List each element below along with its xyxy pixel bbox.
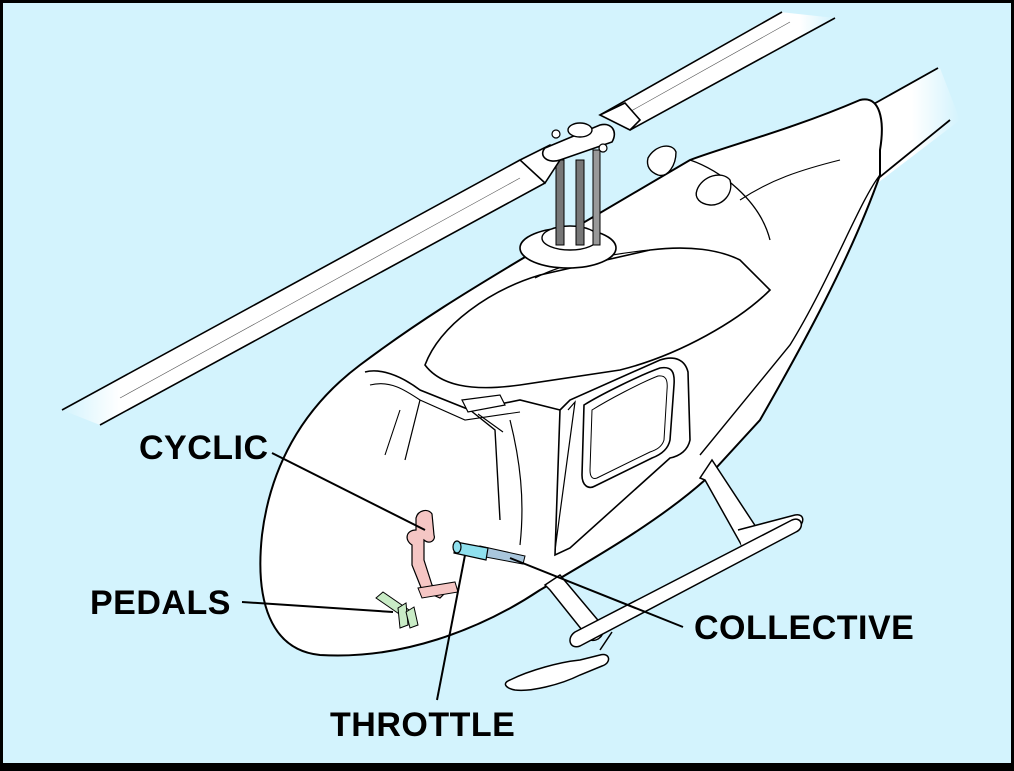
rotor-hub (518, 102, 642, 185)
rotor-mast (519, 149, 617, 269)
fuselage (259, 98, 883, 657)
landing-gear (504, 458, 804, 692)
label-pedals: PEDALS (90, 584, 231, 622)
leader-lines (241, 452, 684, 701)
canopy (364, 357, 691, 557)
leader-line-cyclic (271, 452, 426, 531)
pedals-shape (375, 591, 419, 629)
leader-line-throttle (436, 554, 466, 701)
label-collective: COLLECTIVE (694, 609, 915, 647)
rotor-blade-right (599, 11, 836, 131)
leader-line-pedals (241, 601, 394, 613)
label-throttle: THROTTLE (330, 706, 516, 744)
cyclic-stick (406, 509, 459, 599)
leader-line-collective (509, 557, 684, 628)
rotor-blade-left (61, 159, 546, 426)
label-cyclic: CYCLIC (139, 429, 269, 467)
